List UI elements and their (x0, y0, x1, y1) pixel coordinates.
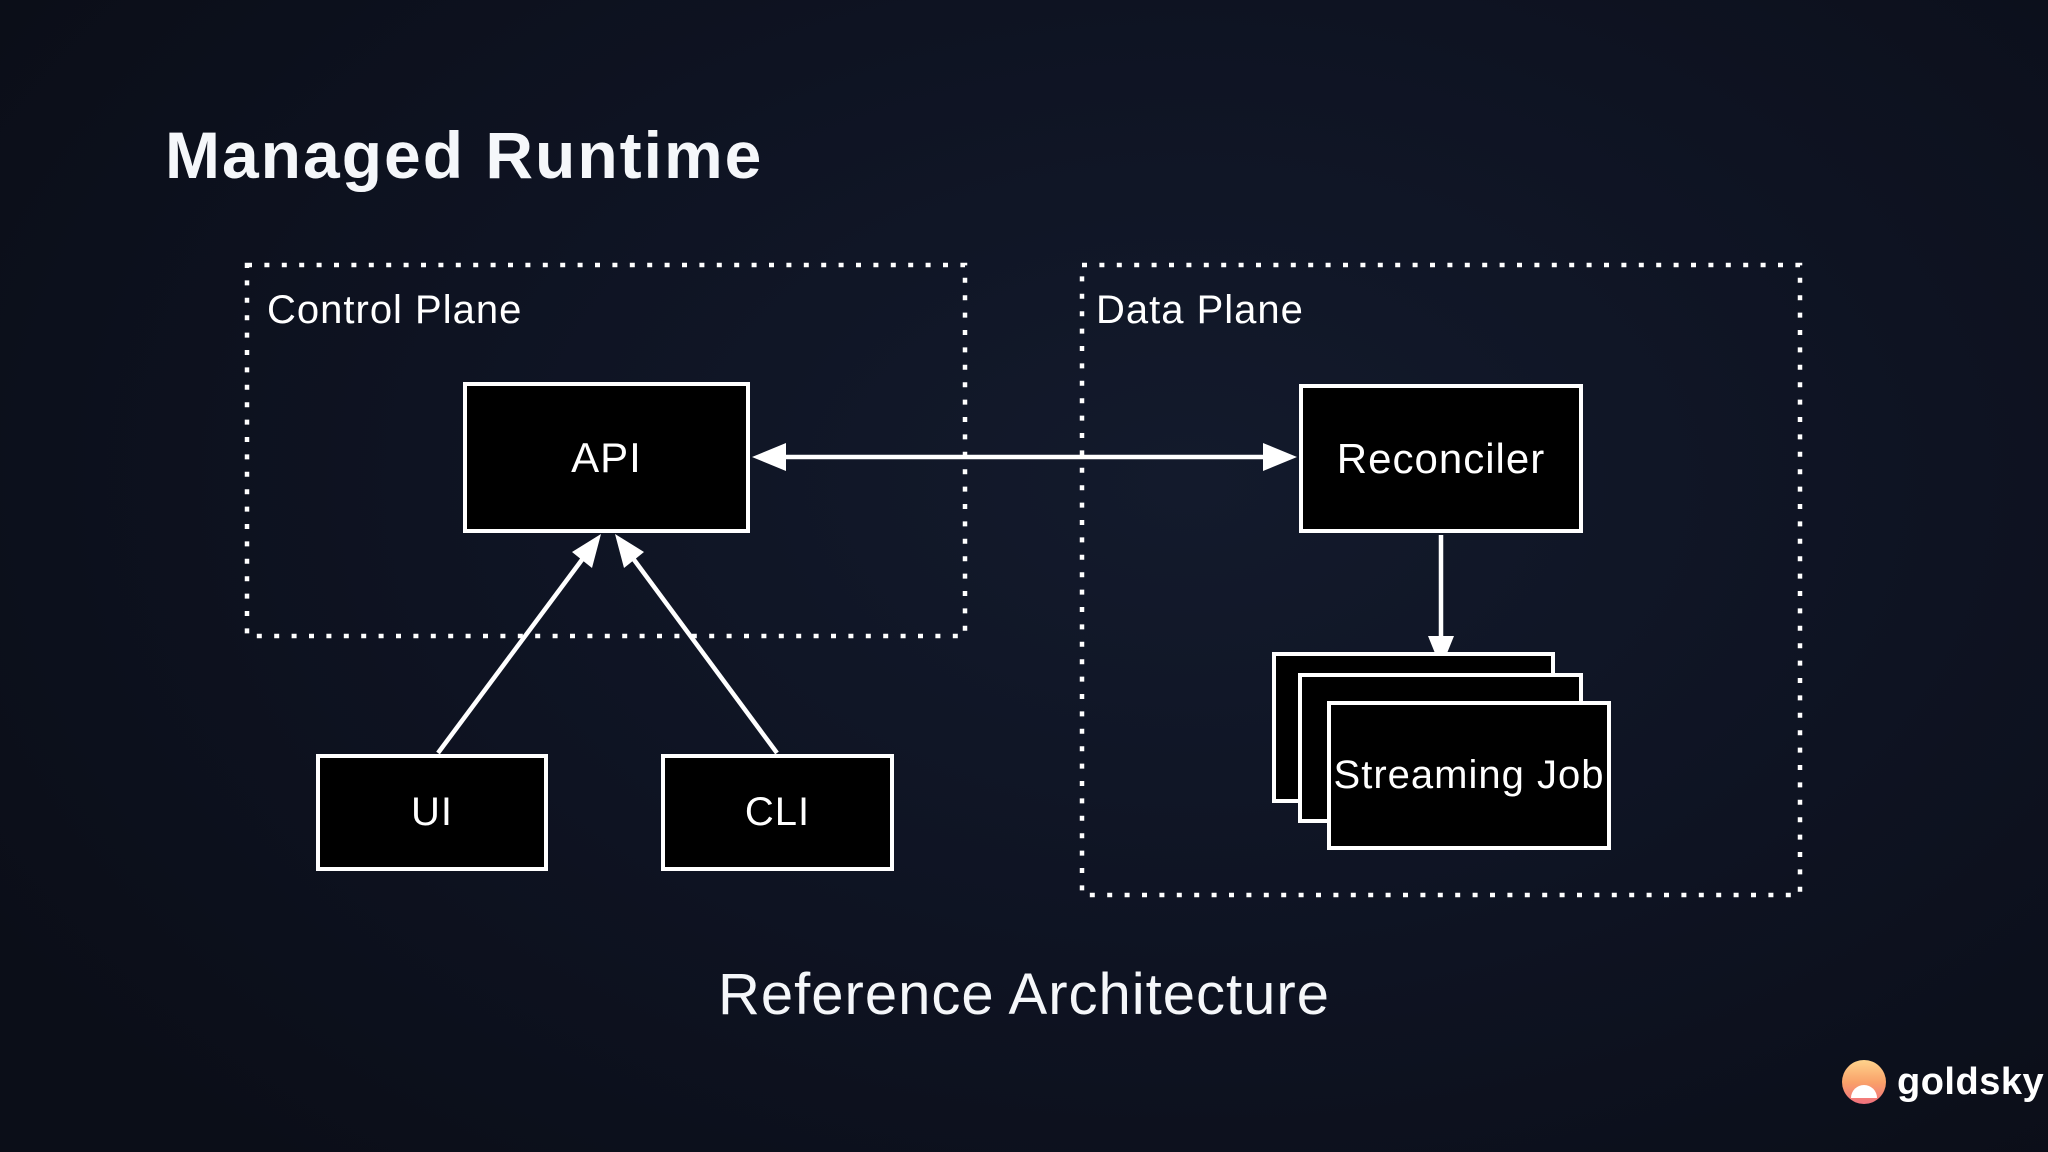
control-plane-label: Control Plane (267, 288, 523, 332)
node-streaming-job-label: Streaming Job (1333, 753, 1605, 797)
sunrise-dome-shape (1851, 1085, 1877, 1098)
sunrise-icon (1842, 1060, 1886, 1104)
node-streaming-job: Streaming Job (1327, 701, 1611, 850)
arrowhead-left-icon (752, 443, 786, 471)
node-reconciler: Reconciler (1299, 384, 1583, 533)
node-cli-label: CLI (744, 790, 811, 834)
slide-subtitle: Reference Architecture (718, 962, 1330, 1027)
arrowhead-up-icon (572, 534, 601, 568)
goldsky-logo-text: goldsky (1897, 1061, 2045, 1103)
arrowhead-up-icon (615, 534, 644, 568)
node-api-label: API (571, 433, 642, 481)
page-title: Managed Runtime (165, 118, 764, 192)
node-cli: CLI (661, 754, 894, 871)
edge-ui-api (436, 534, 601, 755)
node-ui-label: UI (411, 790, 453, 834)
goldsky-logo: goldsky (1842, 1060, 2044, 1104)
node-api: API (463, 382, 750, 533)
edge-reconciler-streamingjob (1428, 535, 1454, 668)
node-reconciler-label: Reconciler (1336, 434, 1546, 482)
node-ui: UI (316, 754, 548, 871)
arrowhead-right-icon (1263, 443, 1297, 471)
edge-api-reconciler (752, 443, 1297, 471)
edge-cli-api (615, 534, 779, 755)
data-plane-label: Data Plane (1096, 288, 1304, 332)
